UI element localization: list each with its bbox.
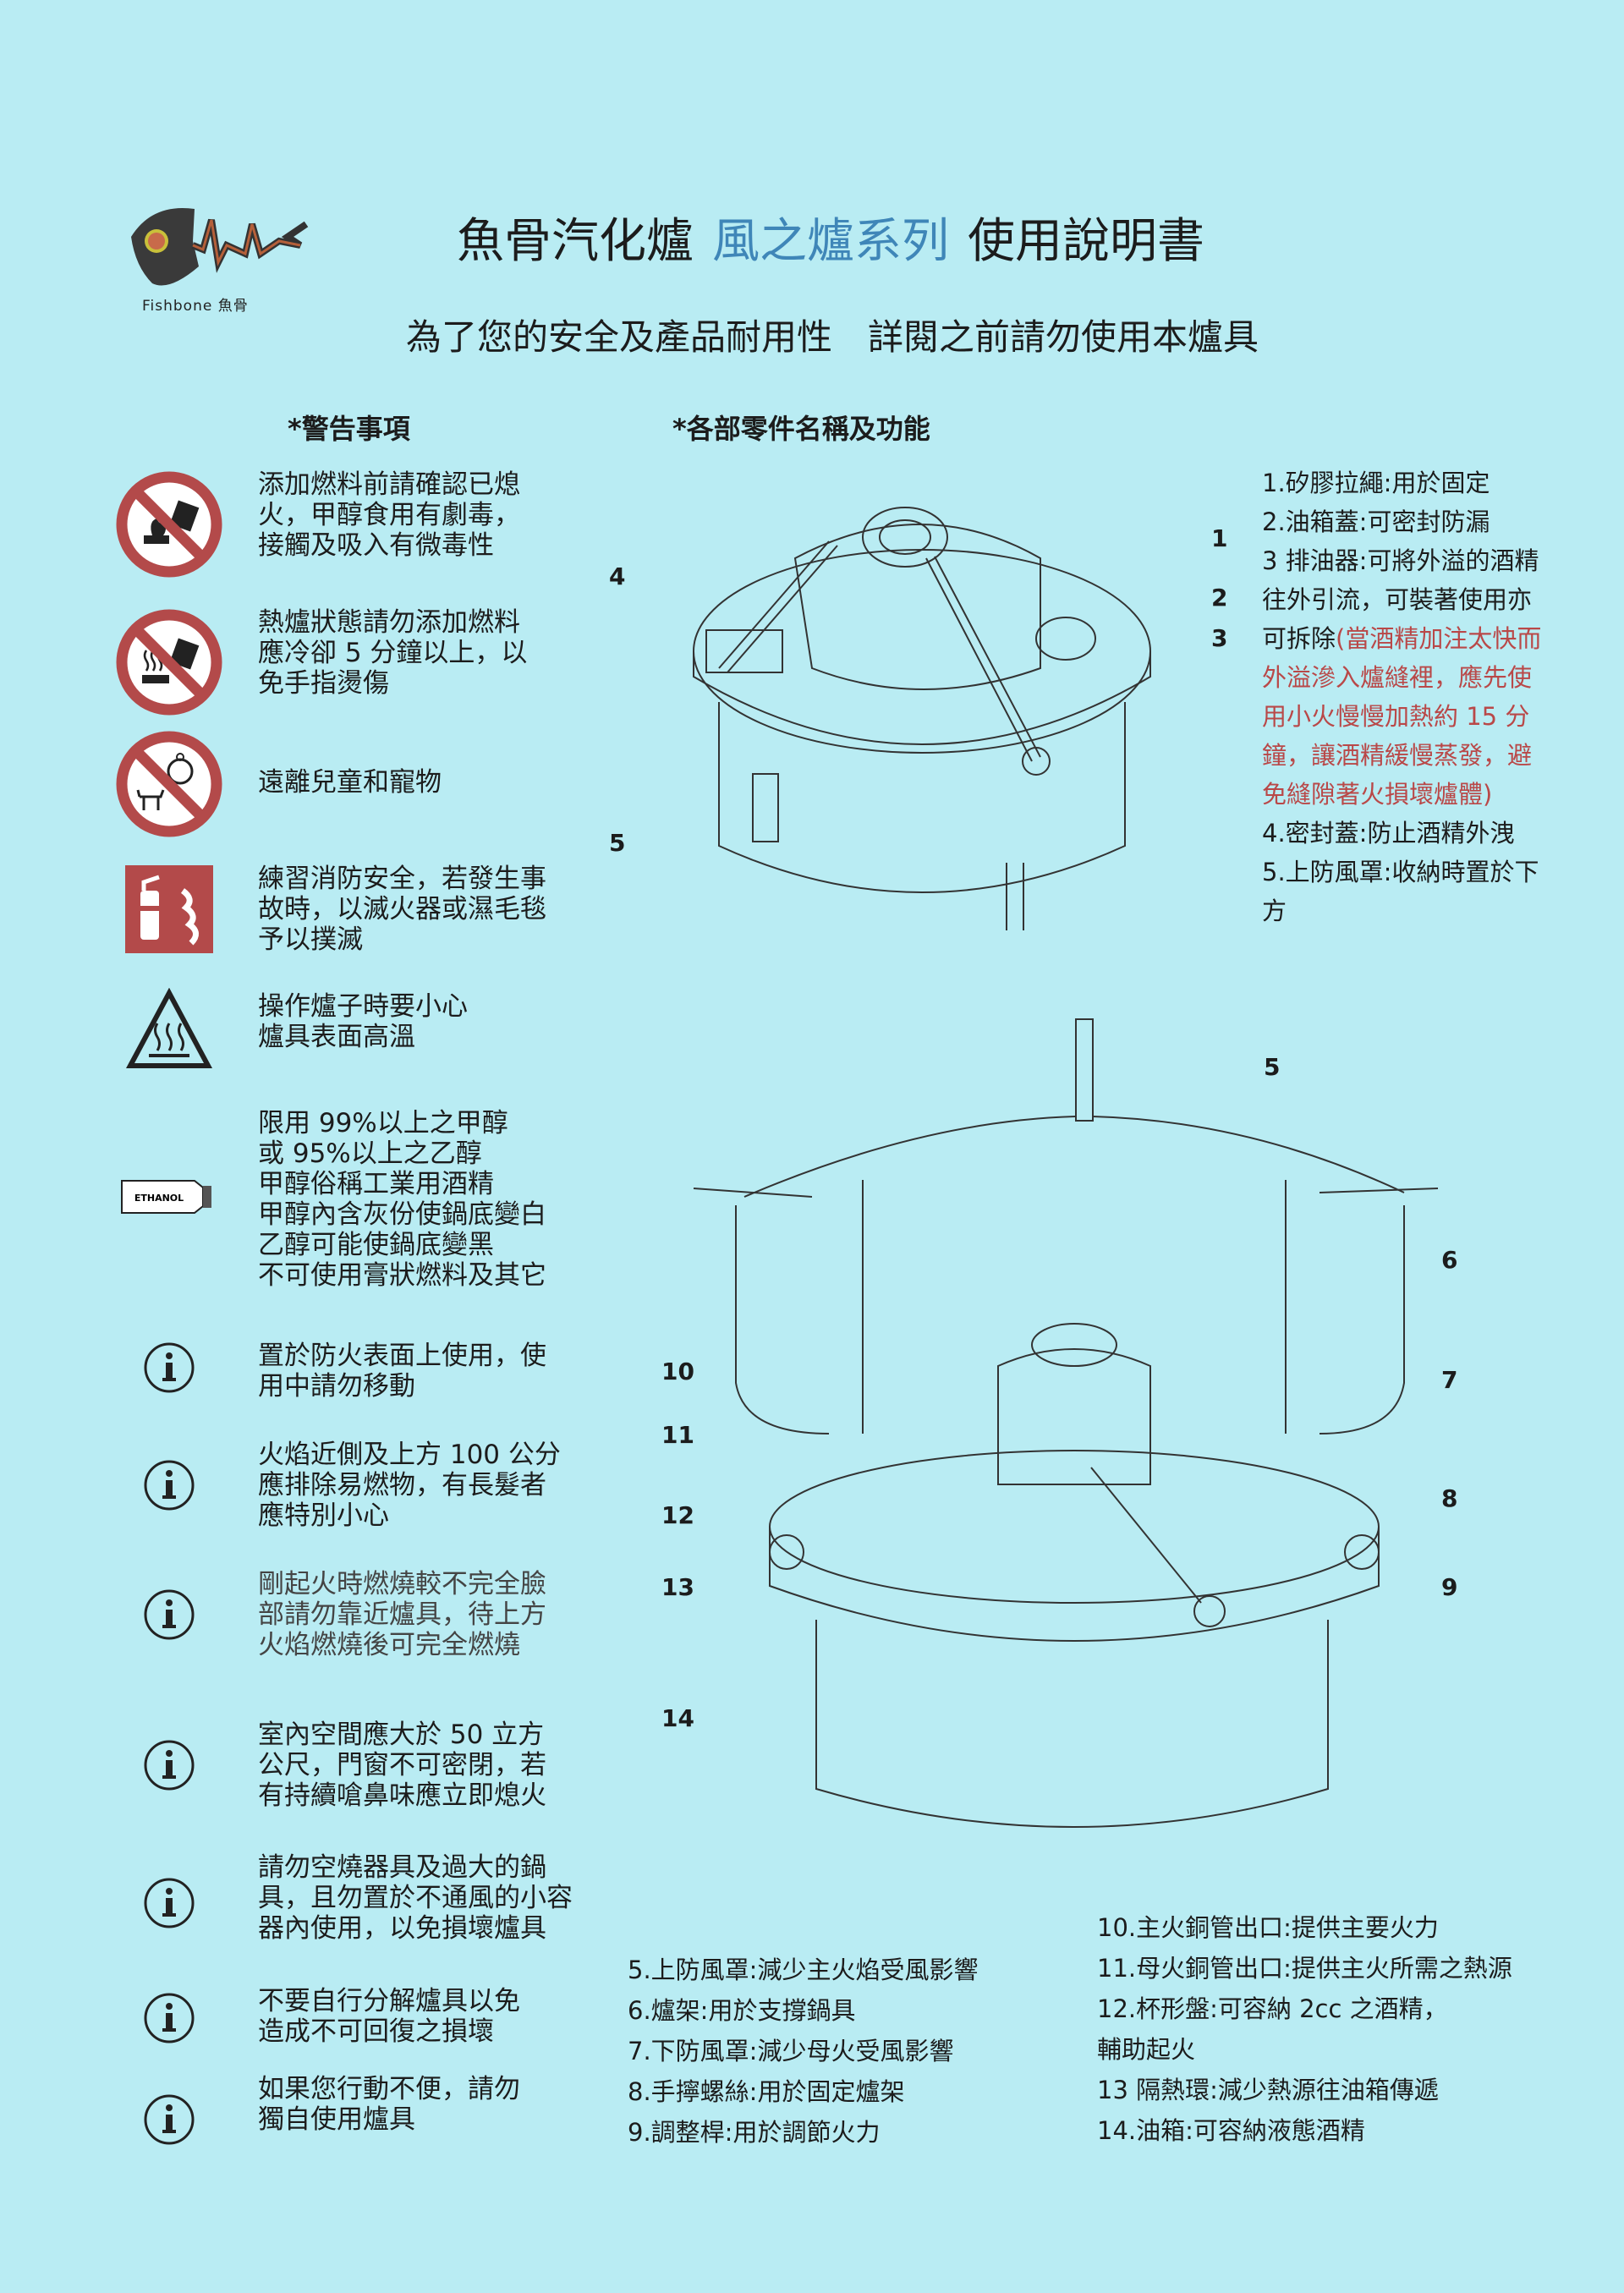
stove-packed-illustration bbox=[693, 507, 1151, 930]
parts-heading: *各部零件名稱及功能 bbox=[672, 413, 930, 445]
callout-5: 5 bbox=[609, 829, 626, 857]
logo-text: Fishbone 魚骨 bbox=[142, 298, 249, 315]
stove-assembled-diagram: 5 6 7 8 9 10 11 12 13 14 bbox=[643, 1011, 1489, 1857]
callout-12: 12 bbox=[661, 1501, 694, 1529]
title-series: 風之爐系列 bbox=[712, 214, 949, 269]
callout-5b: 5 bbox=[1264, 1053, 1281, 1081]
stove-assembled-illustration bbox=[693, 1018, 1439, 1828]
warnings-heading: *警告事項 bbox=[288, 413, 410, 445]
parts-list-bottom-right: 10.主火銅管出口:提供主要火力 11.母火銅管出口:提供主火所需之熱源 12.… bbox=[1097, 1913, 1512, 2145]
svg-text:ETHANOL: ETHANOL bbox=[134, 1193, 184, 1204]
info-icon bbox=[110, 1738, 228, 1792]
callout-13: 13 bbox=[661, 1573, 694, 1601]
ethanol-bottle-icon: ETHANOL bbox=[110, 1176, 228, 1218]
info-icon bbox=[110, 1458, 228, 1512]
page-subtitle: 為了您的安全及產品耐用性 詳閱之前請勿使用本爐具 bbox=[406, 316, 1259, 358]
parts-list-top: 1.矽膠拉繩:用於固定 2.油箱蓋:可密封防漏 3 排油器:可將外溢的酒精 往外… bbox=[1262, 469, 1542, 925]
no-refuel-while-lit-icon bbox=[110, 469, 228, 579]
title-manual: 使用說明書 bbox=[968, 214, 1204, 269]
fire-extinguisher-icon bbox=[110, 865, 228, 953]
info-icon bbox=[110, 1588, 228, 1642]
page-title: 魚骨汽化爐風之爐系列使用說明書 bbox=[457, 203, 1204, 272]
callout-8: 8 bbox=[1441, 1484, 1458, 1512]
info-icon bbox=[110, 1341, 228, 1395]
parts-list-bottom-left: 5.上防風罩:減少主火焰受風影響 6.爐架:用於支撐鍋具 7.下防風罩:減少母火… bbox=[628, 1956, 979, 2147]
callout-11: 11 bbox=[661, 1421, 694, 1449]
callout-1: 1 bbox=[1211, 524, 1228, 552]
info-icon bbox=[110, 1876, 228, 1930]
hot-surface-warning-icon bbox=[110, 988, 228, 1072]
callout-4: 4 bbox=[609, 562, 626, 590]
keep-away-children-pets-icon bbox=[110, 729, 228, 839]
info-icon bbox=[110, 2093, 228, 2147]
callout-9: 9 bbox=[1441, 1573, 1458, 1601]
fishbone-logo-icon bbox=[131, 207, 309, 286]
callout-10: 10 bbox=[661, 1358, 694, 1385]
title-brand: 魚骨汽化爐 bbox=[457, 214, 694, 269]
no-refuel-while-hot-icon bbox=[110, 607, 228, 717]
callout-3: 3 bbox=[1211, 624, 1228, 652]
info-icon bbox=[110, 1991, 228, 2045]
fishbone-logo: Fishbone 魚骨 bbox=[118, 199, 321, 317]
callout-7: 7 bbox=[1441, 1366, 1458, 1394]
stove-packed-diagram: 1 2 3 4 5 bbox=[609, 457, 1252, 947]
callout-14: 14 bbox=[661, 1704, 694, 1732]
callout-6: 6 bbox=[1441, 1246, 1458, 1274]
callout-2: 2 bbox=[1211, 584, 1228, 612]
